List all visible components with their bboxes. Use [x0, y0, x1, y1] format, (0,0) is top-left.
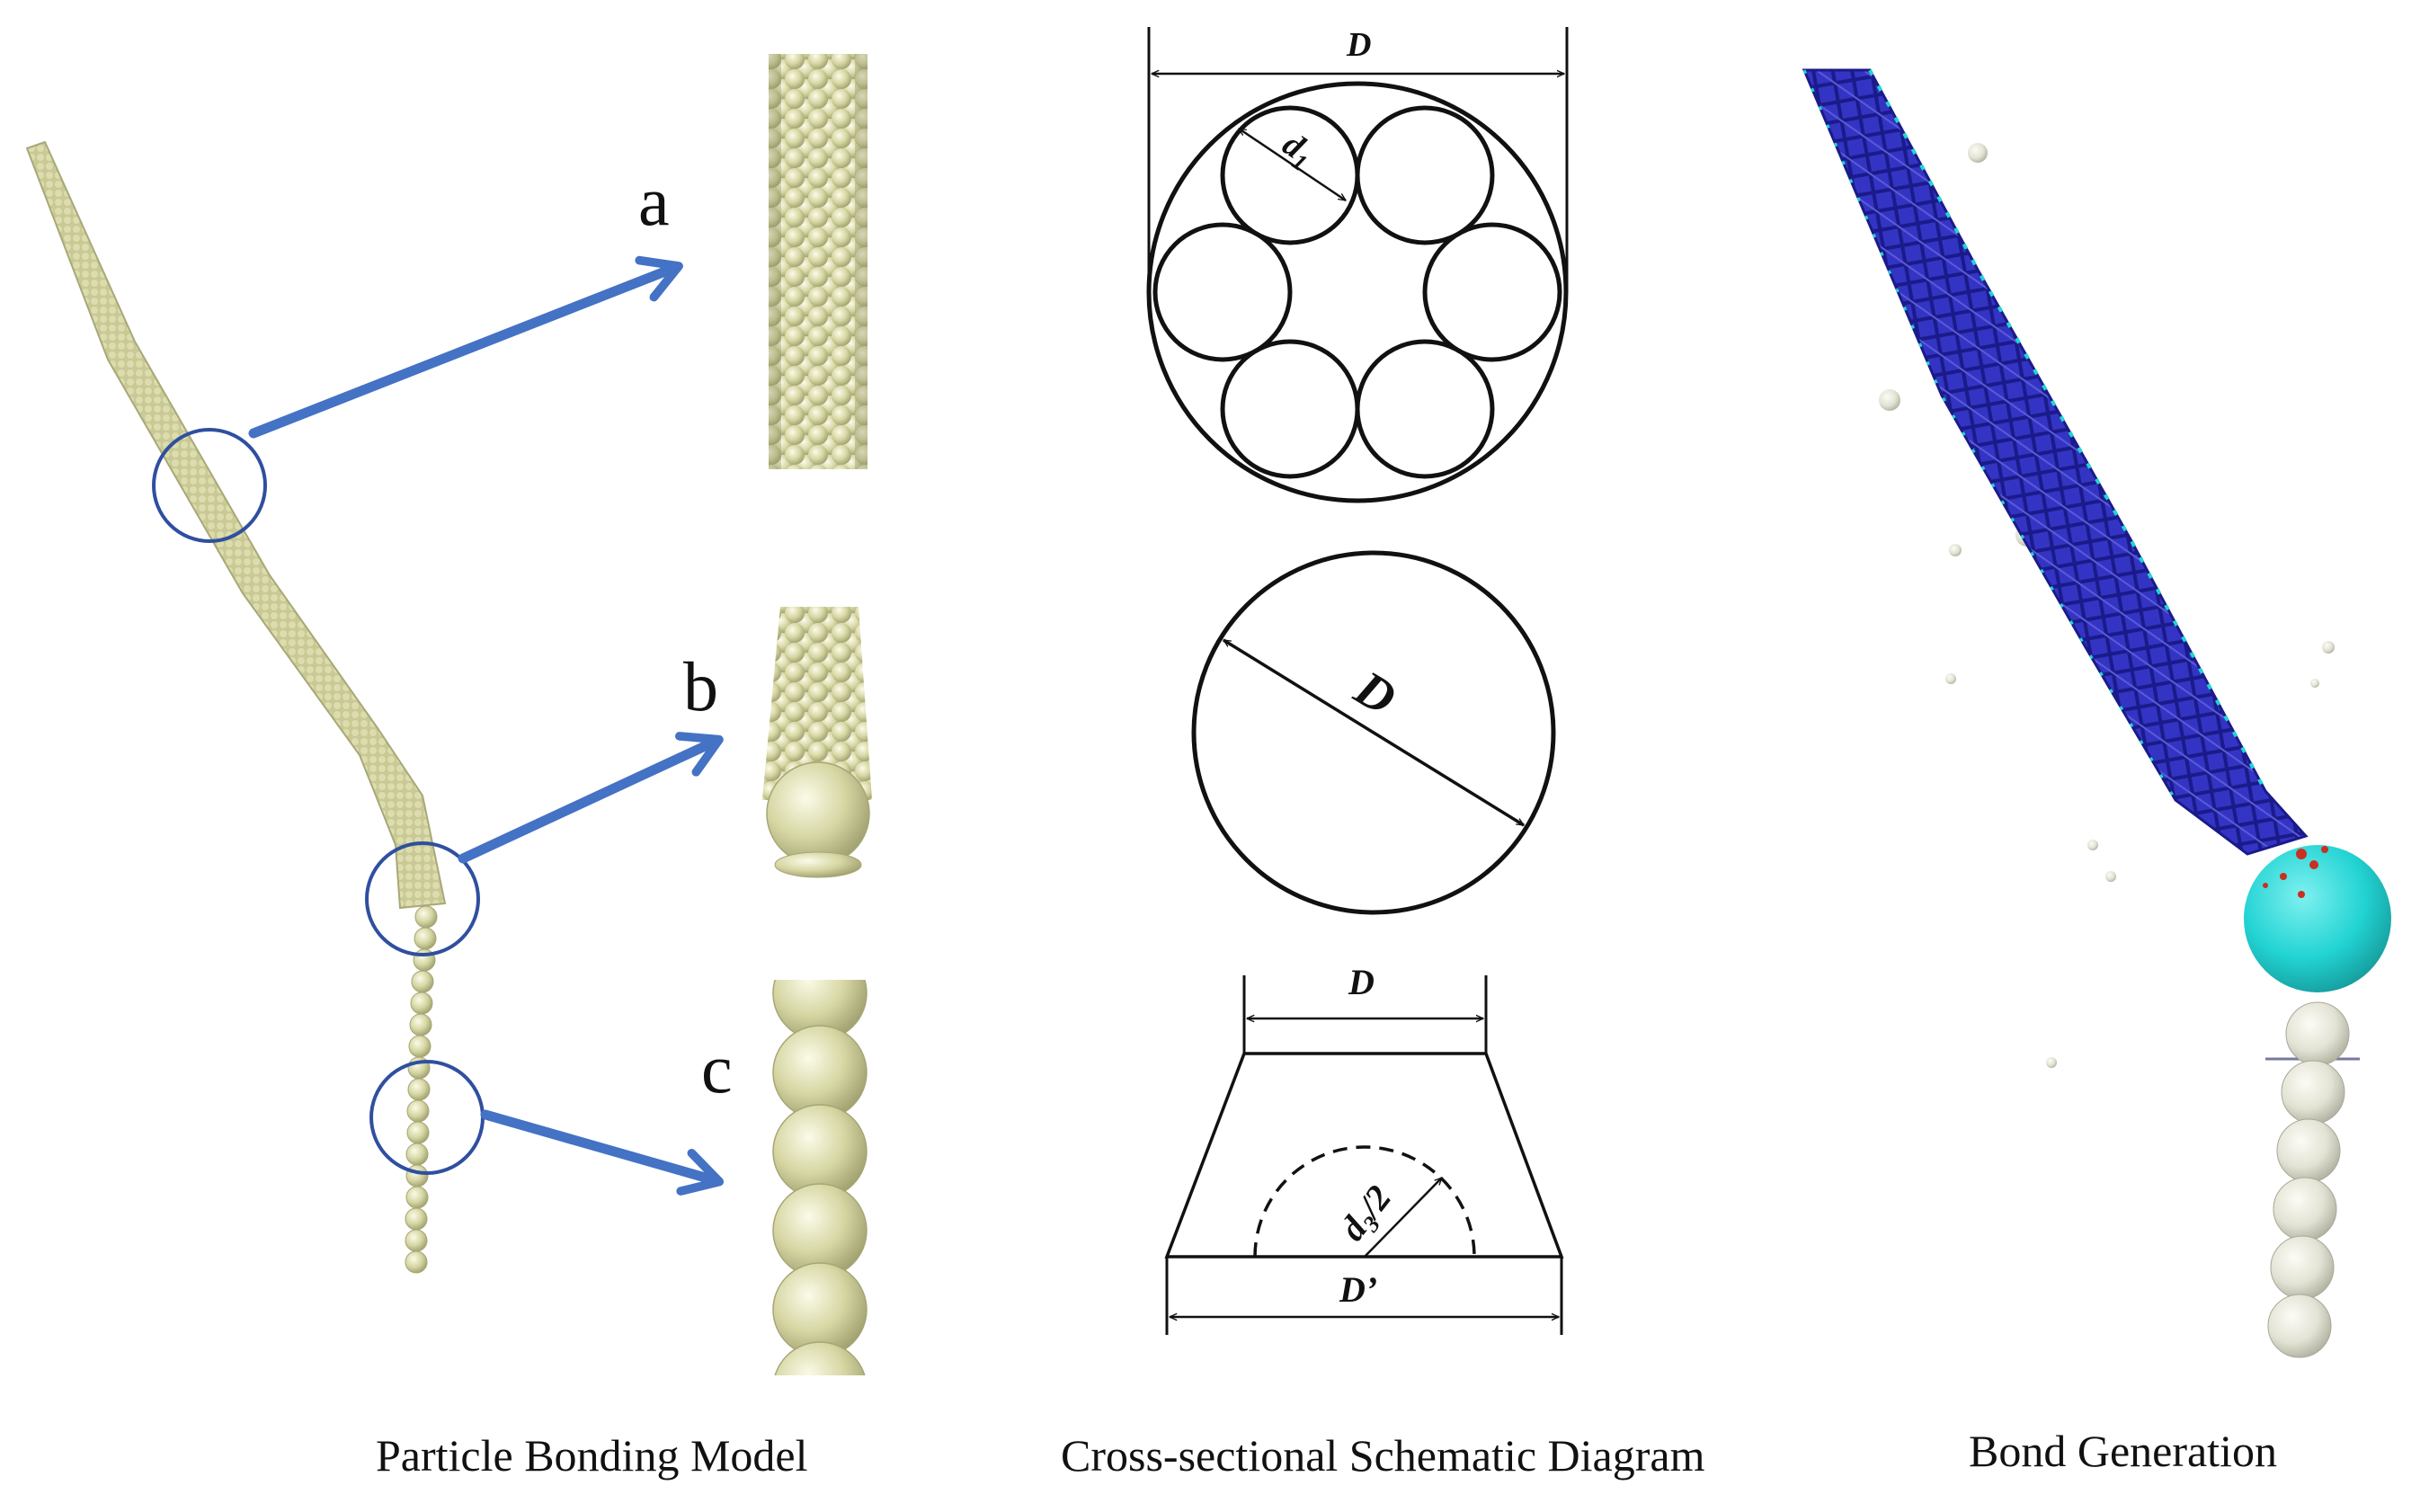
particle-chain: [405, 905, 438, 1274]
single-circle-section: [1191, 550, 1556, 915]
bonded-rod: [25, 140, 447, 910]
zoom-view-b: [762, 607, 872, 878]
outer-circle: [1146, 81, 1569, 503]
panel-label-c: c: [701, 1029, 733, 1107]
large-bonding-particle: [766, 761, 870, 866]
bond-generation-panel: [1802, 68, 2391, 1358]
caption-cross-sectional-schematic: Cross-sectional Schematic Diagram: [1061, 1430, 1705, 1481]
callout-arrow-c: [480, 1109, 725, 1196]
dashed-semicircle: [1253, 1145, 1476, 1258]
white-particle-chain: [2267, 1001, 2350, 1358]
label-bottom-base-D-prime: D’: [1339, 1269, 1377, 1310]
panel-label-a: a: [638, 162, 670, 240]
zoom-view-c: [772, 980, 868, 1375]
callout-circle-b: [365, 841, 480, 956]
caption-particle-bonding-model: Particle Bonding Model: [376, 1430, 808, 1481]
callout-arrow-a: [248, 255, 683, 439]
dimension-line-strand-d1: [1239, 127, 1346, 202]
bond-network-rod: [1802, 68, 2309, 856]
six-strand-section: [1146, 27, 1569, 503]
trapezoid-section: [1164, 975, 1564, 1335]
label-bottom-top-D: D: [1348, 962, 1375, 1002]
particle-bonding-model-panel: a b c: [25, 54, 872, 1375]
label-middle-D: D: [1345, 660, 1405, 726]
label-d3-half: d3/2: [1331, 1178, 1402, 1250]
dimension-line-radius: [1364, 1178, 1442, 1258]
bond-cluster-sphere: [2244, 845, 2391, 992]
bond-red-spots: [2263, 846, 2328, 898]
callout-arrow-b: [458, 732, 724, 864]
cross-section-panel: D d1 D D d3/2 D’: [1146, 26, 1569, 1335]
panel-label-b: b: [683, 647, 718, 725]
single-circle: [1191, 550, 1556, 915]
dimension-line-middle-D: [1223, 638, 1524, 827]
label-d1: d1: [1273, 125, 1321, 176]
zoom-view-a: [769, 54, 868, 469]
label-top-D: D: [1346, 26, 1371, 64]
callout-circle-a: [152, 428, 267, 543]
caption-bond-generation: Bond Generation: [1969, 1426, 2277, 1476]
